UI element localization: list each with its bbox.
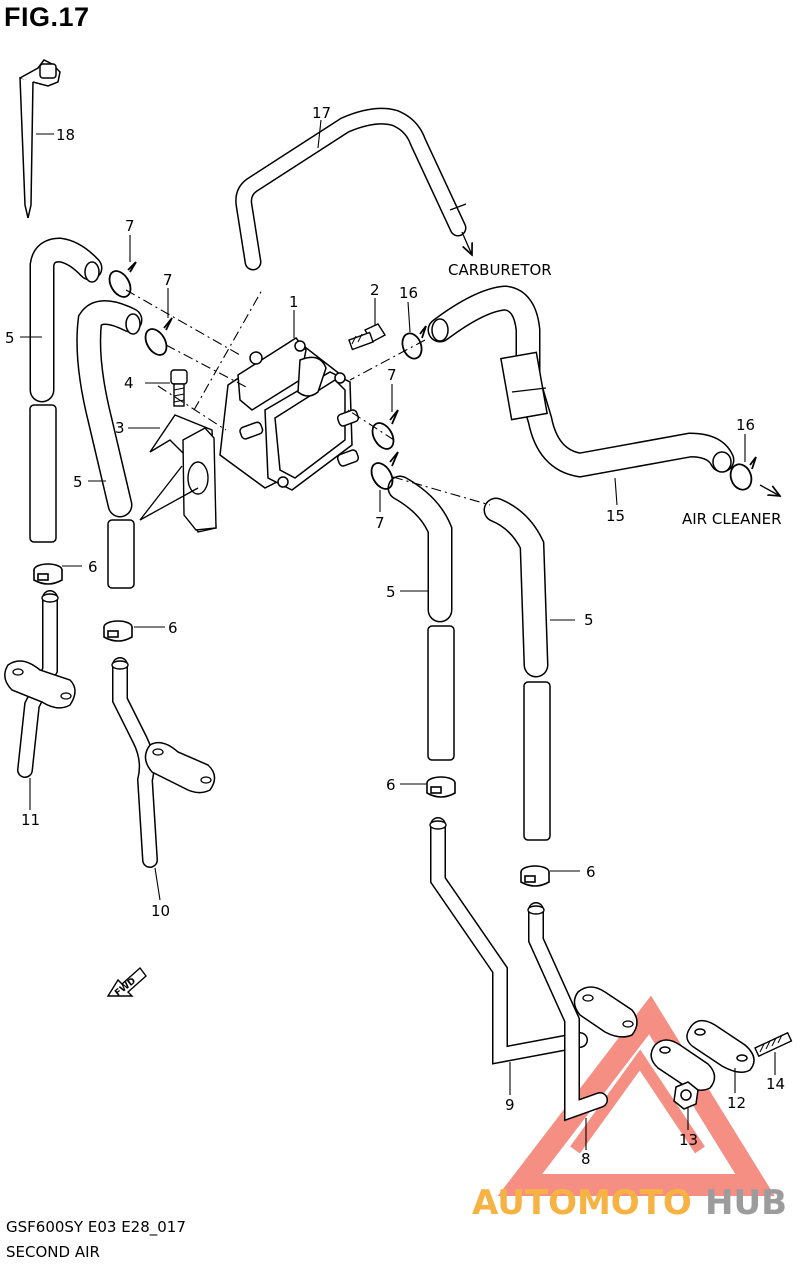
callout-5: 5: [5, 329, 15, 347]
callout-18: 18: [56, 126, 75, 144]
part-2-bolt: [348, 323, 386, 351]
watermark-brand-2: HUB: [705, 1183, 787, 1223]
part-5-hose-left-outer: [29, 237, 103, 543]
part-7-clamps: [108, 261, 399, 490]
callout-4: 4: [124, 374, 134, 392]
part-5-hose-right-outer: [483, 497, 551, 841]
destination-air-cleaner: AIR CLEANER: [682, 510, 782, 528]
part-1-reed-valve-assembly: [219, 337, 360, 491]
callout-5: 5: [386, 583, 396, 601]
part-13-nut: [673, 1081, 699, 1110]
part-5-hose-left-inner: [76, 300, 143, 589]
callout-14: 14: [766, 1075, 785, 1093]
callout-1: 1: [289, 293, 299, 311]
watermark-brand-1: AUTOMOTO: [472, 1183, 692, 1223]
callout-12: 12: [727, 1094, 746, 1112]
part-3-bracket: [139, 414, 217, 533]
part-15-hose: [427, 285, 780, 496]
callout-labels: 1 2 3 4 5 5 5 5 6 6 6 6 7 7 7 7 8 9 10 1…: [5, 104, 785, 1168]
callout-6: 6: [586, 863, 596, 881]
callout-5: 5: [584, 611, 594, 629]
callout-13: 13: [679, 1131, 698, 1149]
model-code: GSF600SY E03 E28_017: [6, 1218, 186, 1236]
part-5-hose-right-inner: [387, 475, 455, 761]
part-11-pipe: [4, 590, 76, 778]
destination-carburetor: CARBURETOR: [448, 261, 552, 279]
callout-7: 7: [163, 271, 173, 289]
part-14-stud: [754, 1031, 793, 1058]
callout-2: 2: [370, 281, 380, 299]
callout-11: 11: [21, 811, 40, 829]
callout-6: 6: [88, 558, 98, 576]
callout-7: 7: [387, 366, 397, 384]
part-17-hose: [235, 107, 472, 271]
part-12-gasket: [650, 1019, 755, 1091]
callout-17: 17: [312, 104, 331, 122]
callout-3: 3: [115, 419, 125, 437]
callout-7: 7: [125, 217, 135, 235]
fwd-arrow-icon: FWD: [106, 966, 147, 999]
part-9-pipe: [429, 817, 588, 1065]
section-name: SECOND AIR: [6, 1243, 100, 1261]
figure-title: FIG.17: [4, 2, 90, 32]
callout-10: 10: [151, 902, 170, 920]
callout-15: 15: [606, 507, 625, 525]
callout-6: 6: [386, 776, 396, 794]
callout-6: 6: [168, 619, 178, 637]
part-18-cable-tie: [19, 59, 61, 219]
leader-lines: [20, 119, 776, 1150]
part-8-pipe: [527, 902, 638, 1122]
callout-16: 16: [399, 284, 418, 302]
alignment-lines: [125, 289, 491, 506]
callout-5: 5: [73, 473, 83, 491]
part-6-clamps: [33, 563, 550, 887]
part-4-bolt: [170, 369, 188, 407]
callout-16: 16: [736, 416, 755, 434]
part-10-pipe: [111, 657, 216, 868]
callout-8: 8: [581, 1150, 591, 1168]
callout-7: 7: [375, 514, 385, 532]
callout-9: 9: [505, 1096, 515, 1114]
